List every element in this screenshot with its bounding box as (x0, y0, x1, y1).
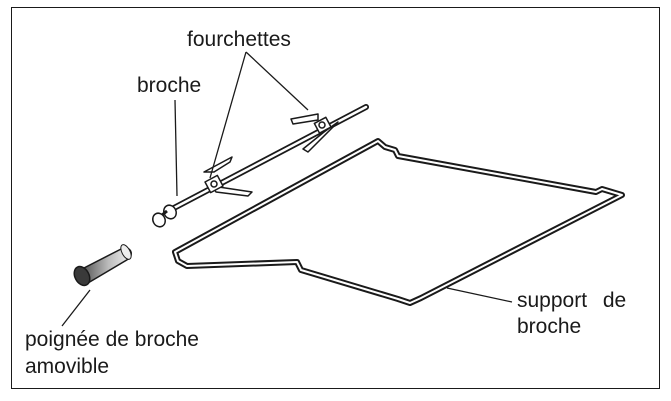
label-handle-line2: amovible (25, 355, 110, 378)
spit-support-frame (172, 138, 625, 306)
label-spit: broche (137, 74, 202, 97)
fork-right (290, 113, 339, 153)
spit-rod (152, 104, 369, 228)
leader-lines (61, 51, 513, 327)
leader-fourchettes-left (209, 51, 247, 179)
label-handle-line1: poignée de broche (25, 328, 199, 351)
label-forks: fourchettes (187, 28, 291, 51)
removable-spit-handle (73, 244, 132, 287)
leader-fourchettes-right (245, 51, 309, 111)
leader-broche (174, 99, 178, 197)
leader-support (446, 287, 513, 303)
label-spit-support-line1: support de (517, 289, 627, 312)
label-spit-support-line2: broche (517, 315, 582, 338)
diagram-frame (11, 7, 660, 389)
fork-left (203, 156, 253, 197)
leader-poignee (61, 289, 91, 327)
